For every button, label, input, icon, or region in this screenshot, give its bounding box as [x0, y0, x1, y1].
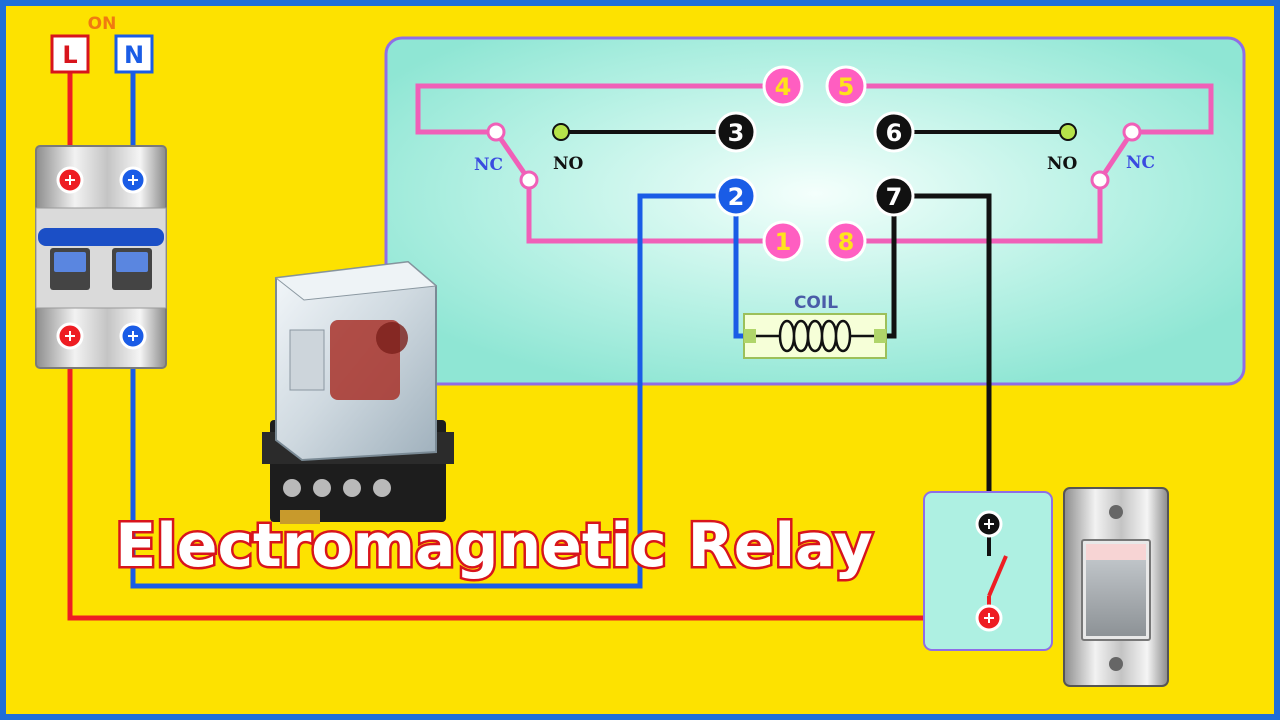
relay-pin-2: 2 — [715, 175, 757, 217]
relay-pin-5: 5 — [825, 65, 867, 107]
contact-terminals — [486, 122, 1142, 190]
relay-schematic-panel — [384, 36, 1246, 386]
pin-1-label: 1 — [775, 228, 792, 256]
switch-schematic-box — [923, 491, 1053, 651]
relay-device-illustration — [262, 260, 454, 524]
pin7-to-switch-wire — [894, 193, 992, 524]
pin-6-label: 6 — [886, 119, 903, 147]
relay-coil — [743, 313, 887, 359]
relay-pin-7: 7 — [873, 175, 915, 217]
relay-pin-1: 1 — [762, 220, 804, 262]
coil-label: COIL — [794, 293, 838, 313]
switch-lever — [987, 555, 1008, 597]
pin-5-label: 5 — [838, 73, 855, 101]
pin-7-label: 7 — [886, 183, 903, 211]
pin-8-label: 8 — [838, 228, 855, 256]
pin-2-label: 2 — [728, 183, 745, 211]
live-wire-out — [67, 336, 989, 621]
neutral-wire-out — [130, 193, 736, 589]
left-no-label: NO — [553, 154, 584, 174]
relay-pin-6: 6 — [873, 111, 915, 153]
on-label: ON — [88, 14, 117, 34]
left-nc-label: NC — [474, 155, 503, 175]
right-no-label: NO — [1047, 154, 1078, 174]
right-nc-label: NC — [1126, 153, 1155, 173]
pin-4-label: 4 — [775, 73, 792, 101]
live-terminal-label: L — [50, 34, 90, 74]
circuit-breaker — [35, 145, 167, 369]
neutral-label: N — [124, 41, 144, 69]
relay-pin-4: 4 — [762, 65, 804, 107]
neutral-terminal-label: N — [114, 34, 154, 74]
wall-switch-illustration — [1063, 487, 1169, 687]
relay-pin-3: 3 — [715, 111, 757, 153]
relay-pin-8: 8 — [825, 220, 867, 262]
pink-contact-wiring — [415, 83, 1214, 244]
diagram-title: Electromagnetic Relay — [115, 511, 873, 581]
live-label: L — [62, 41, 77, 69]
pin-3-label: 3 — [728, 119, 745, 147]
